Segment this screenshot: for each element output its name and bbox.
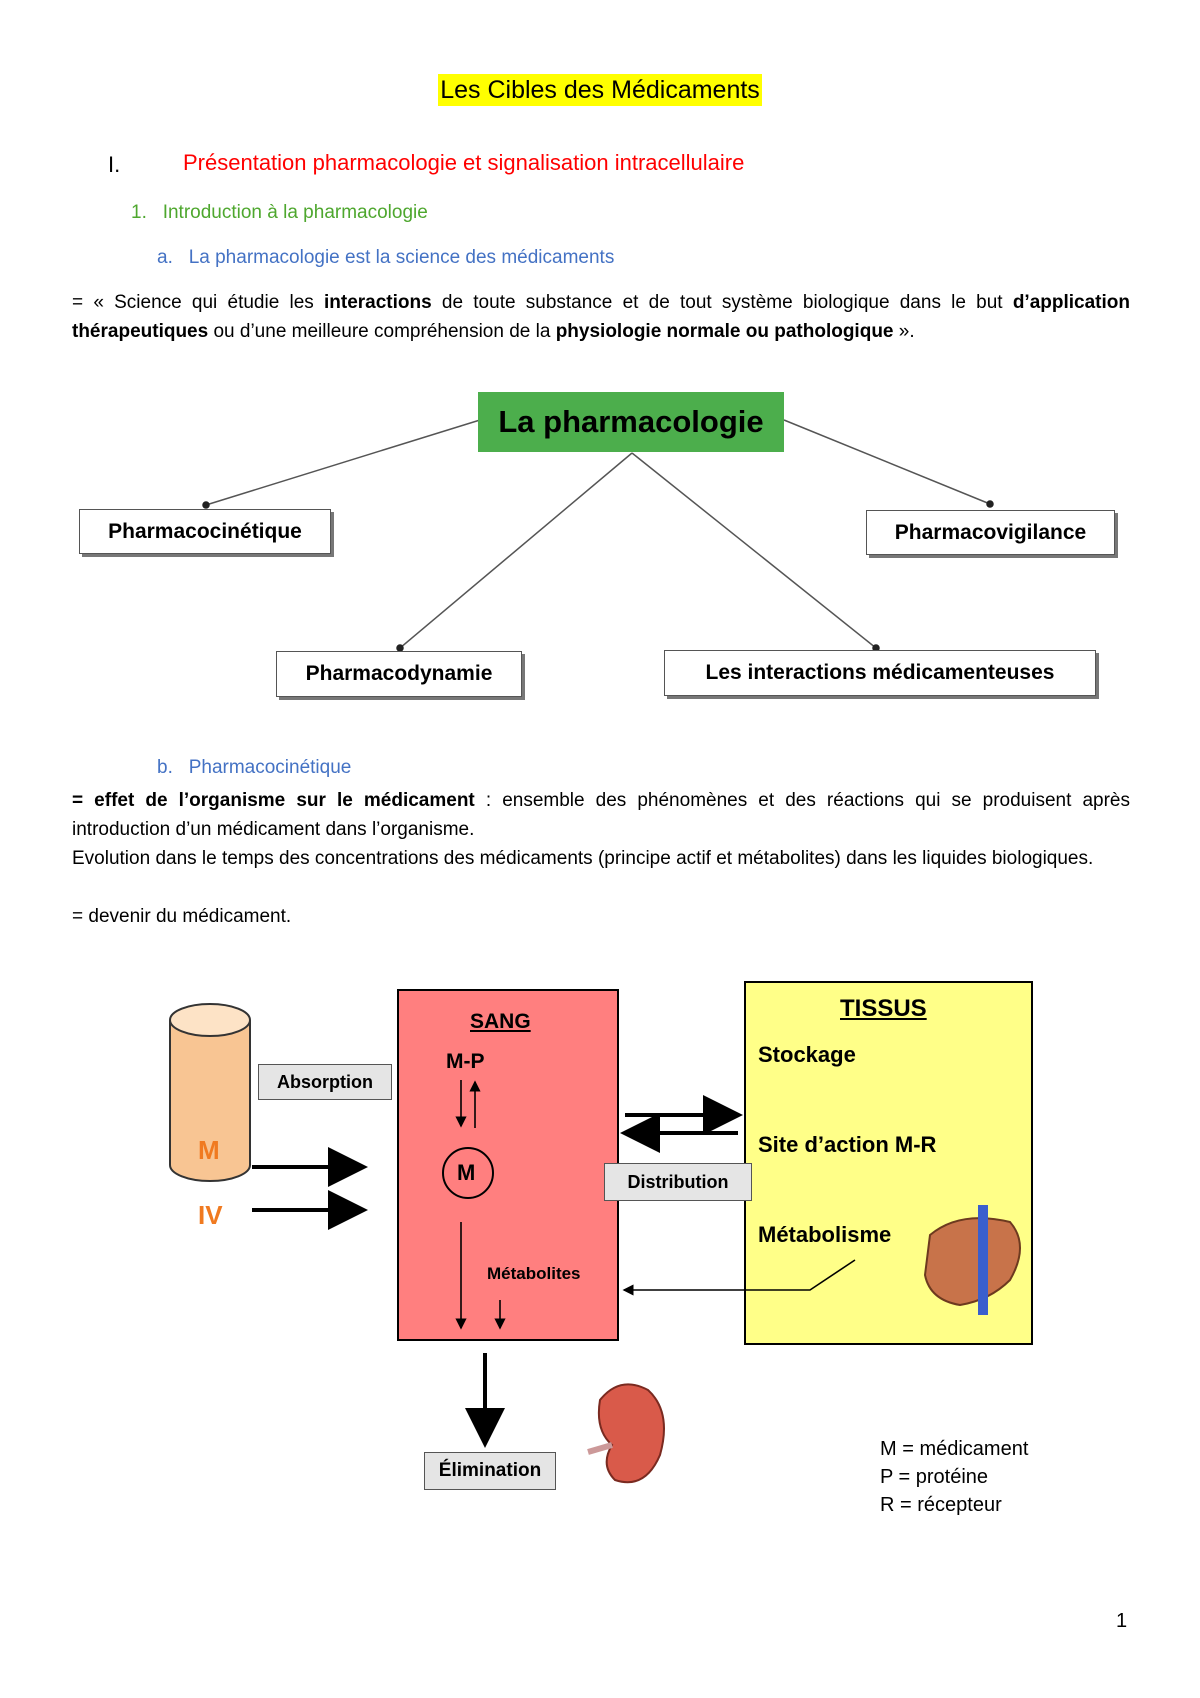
- bold-run: physiologie normale ou pathologique: [555, 321, 894, 342]
- sang-label: SANG: [470, 1010, 531, 1033]
- sang-compartment: [397, 989, 619, 1341]
- stockage-label: Stockage: [758, 1042, 856, 1067]
- subsubsection-title: La pharmacologie est la science des médi…: [188, 247, 615, 268]
- pharmacology-tree-connectors: [202, 419, 994, 652]
- pharmacovigilance-box: Pharmacovigilance: [866, 510, 1115, 555]
- drug-cylinder-icon: [169, 1003, 251, 1182]
- text-run: : ensemble des phénomènes et des réactio…: [72, 790, 1130, 840]
- route-iv-label: IV: [198, 1200, 223, 1230]
- elimination-label: Élimination: [424, 1452, 556, 1490]
- definition-paragraph-b: = effet de l’organisme sur le médicament…: [72, 786, 1130, 844]
- page-title: Les Cibles des Médicaments: [0, 74, 1200, 106]
- pharmacokinetics-diagram: [169, 981, 1033, 1484]
- subsection-heading: 1. Introduction à la pharmacologie: [131, 202, 428, 224]
- subsubsection-heading-b: b. Pharmacocinétique: [157, 757, 351, 779]
- section-title: Présentation pharmacologie et signalisat…: [183, 150, 745, 175]
- text-run: = « Science qui étudie les: [72, 292, 324, 313]
- bold-run: = effet de l’organisme sur le médicament: [72, 790, 475, 811]
- tissus-label: TISSUS: [840, 995, 927, 1022]
- subsection-title: Introduction à la pharmacologie: [162, 202, 428, 223]
- page-title-text: Les Cibles des Médicaments: [438, 74, 762, 106]
- legend: M = médicament P = protéine R = récepteu…: [880, 1435, 1028, 1519]
- page-number: 1: [1116, 1610, 1128, 1632]
- legend-item: R = récepteur: [880, 1494, 1002, 1516]
- metabolites-label: Métabolites: [487, 1264, 581, 1283]
- bold-run: d’application thérapeutiques: [72, 292, 1130, 342]
- metabolisme-label: Métabolisme: [758, 1222, 892, 1247]
- subsubsection-number: a.: [157, 247, 173, 268]
- section-number: I.: [108, 152, 121, 177]
- text-run: ».: [893, 321, 915, 342]
- distribution-label: Distribution: [604, 1163, 752, 1201]
- pharmacology-root-box: La pharmacologie: [478, 392, 784, 452]
- subsubsection-number: b.: [157, 757, 173, 778]
- bold-run: interactions: [324, 292, 432, 313]
- m-circle-label: M: [457, 1160, 476, 1185]
- pharmacocinetique-box: Pharmacocinétique: [79, 509, 331, 554]
- text-run: de toute substance et de tout système bi…: [431, 292, 1013, 313]
- subsection-number: 1.: [131, 202, 147, 223]
- evolution-paragraph: Evolution dans le temps des concentratio…: [72, 848, 1094, 869]
- interactions-box: Les interactions médicamenteuses: [664, 650, 1096, 696]
- site-action-label: Site d’action M-R: [758, 1132, 937, 1157]
- drug-circle: [442, 1147, 494, 1199]
- subsubsection-title: Pharmacocinétique: [188, 757, 352, 778]
- definition-paragraph-a: = « Science qui étudie les interactions …: [72, 288, 1130, 346]
- pharmacodynamie-box: Pharmacodynamie: [276, 651, 522, 697]
- absorption-label: Absorption: [258, 1064, 392, 1100]
- liver-icon: [923, 1205, 1021, 1315]
- legend-item: M = médicament: [880, 1438, 1029, 1460]
- kidney-icon: [587, 1383, 665, 1484]
- text-run: ou d’une meilleure compréhension de la: [208, 321, 556, 342]
- mp-label: M-P: [446, 1050, 485, 1073]
- devenir-paragraph: = devenir du médicament.: [72, 906, 292, 927]
- route-m-label: M: [198, 1135, 220, 1165]
- subsubsection-heading-a: a. La pharmacologie est la science des m…: [157, 247, 614, 269]
- legend-item: P = protéine: [880, 1466, 989, 1488]
